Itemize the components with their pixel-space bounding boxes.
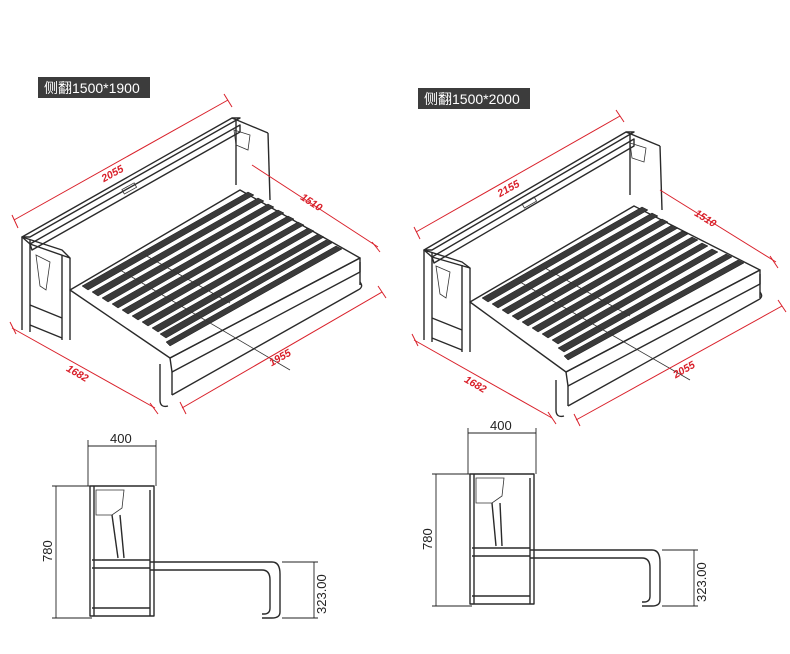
slat-base-left: [69, 189, 363, 408]
side-width-left: 400: [110, 431, 132, 446]
dim-side-right: 1682: [462, 374, 488, 396]
side-height-right: 780: [420, 528, 435, 550]
bed-isometric-right: 侧翻1500*2000: [411, 88, 787, 427]
side-lowered-height-left: 323.00: [314, 574, 329, 614]
variant-label-box-right: [418, 88, 530, 109]
back-frame-left: [21, 117, 271, 340]
dim-front-length-left: 1955: [267, 347, 293, 369]
dim-depth-left: 1510: [298, 191, 324, 214]
side-height-left: 780: [40, 540, 55, 562]
side-view-left: 400 780 323.00: [40, 431, 329, 619]
bed-isometric-left: 侧翻1500*1900: [9, 77, 387, 415]
side-view-right: 400 780 323.00: [420, 418, 709, 607]
dimension-lines-left: [9, 93, 387, 415]
dim-side-left: 1682: [64, 363, 90, 385]
dim-depth-right: 1510: [692, 207, 718, 230]
variant-label-right: 侧翻1500*2000: [424, 91, 520, 107]
side-width-right: 400: [490, 418, 512, 433]
slat-base-right: [469, 205, 763, 418]
back-frame-right: [423, 131, 663, 352]
dimension-lines-right: [411, 109, 787, 427]
dim-back-length-right: 2155: [495, 178, 522, 200]
side-lowered-height-right: 323.00: [694, 562, 709, 602]
variant-label-box-left: [38, 77, 150, 98]
dim-front-length-right: 2055: [670, 359, 697, 382]
dim-back-length-left: 2055: [99, 163, 126, 185]
variant-label-left: 侧翻1500*1900: [44, 80, 140, 96]
